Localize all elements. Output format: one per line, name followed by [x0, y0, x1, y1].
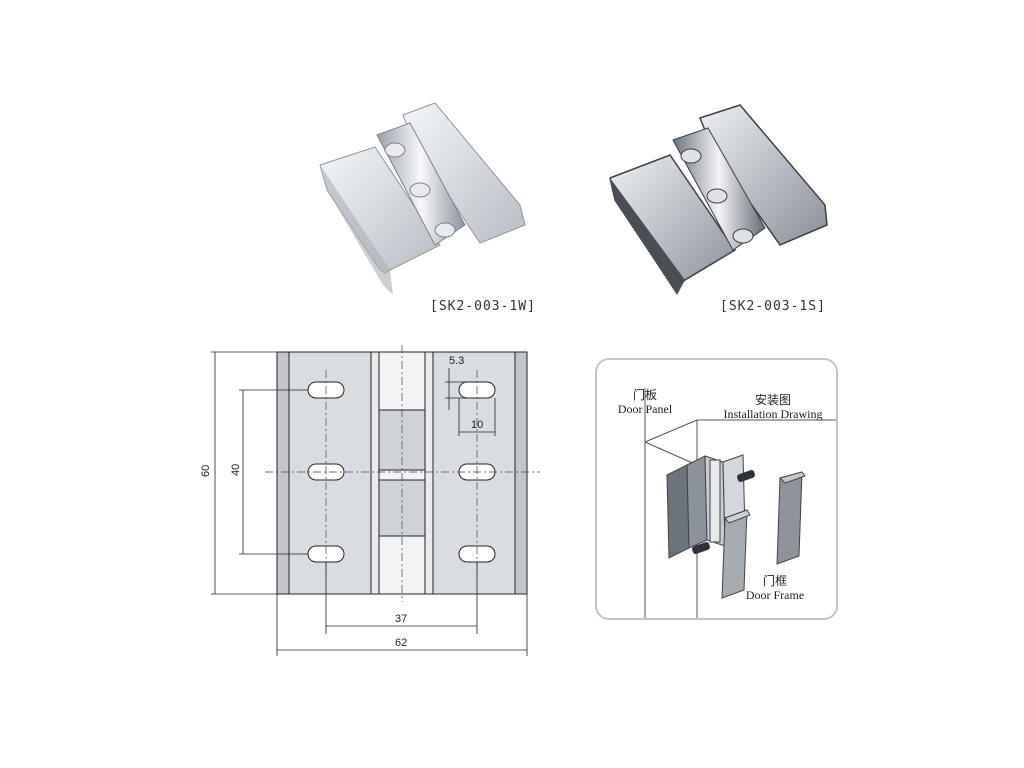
installation-drawing: 门板 Door Panel 安装图 Installation Drawing 门… — [595, 358, 838, 620]
hinge-dimension-drawing: 60 40 5.3 10 37 62 — [200, 345, 540, 656]
dim-height-overall: 60 — [200, 465, 212, 477]
installation-title-en: Installation Drawing — [723, 407, 823, 421]
installation-title-cn: 安装图 — [754, 393, 791, 407]
product-photo-dark — [605, 100, 835, 300]
dim-hole-spacing: 37 — [395, 613, 407, 625]
door-frame-cn: 门框 — [762, 574, 787, 588]
installation-illustration — [644, 388, 836, 618]
product-code-light: [SK2-003-1W] — [430, 299, 536, 314]
door-panel-label: 门板 Door Panel — [610, 388, 680, 416]
dim-slot-offset: 10 — [471, 419, 483, 431]
dim-width-overall: 62 — [395, 637, 407, 649]
door-frame-en: Door Frame — [745, 588, 805, 602]
installation-title: 安装图 Installation Drawing — [709, 393, 836, 421]
product-photo-light — [315, 95, 540, 295]
door-frame-label: 门框 Door Frame — [735, 574, 815, 602]
product-code-dark: [SK2-003-1S] — [720, 299, 826, 314]
dim-hole-pitch: 40 — [230, 464, 242, 476]
hinge-light-illustration — [319, 102, 526, 295]
technical-drawing: 60 40 5.3 10 37 62 — [195, 340, 550, 660]
door-panel-cn: 门板 — [632, 388, 657, 402]
door-panel-en: Door Panel — [617, 402, 673, 416]
dim-slot-width: 5.3 — [449, 355, 464, 367]
hinge-dark-illustration — [609, 104, 828, 295]
